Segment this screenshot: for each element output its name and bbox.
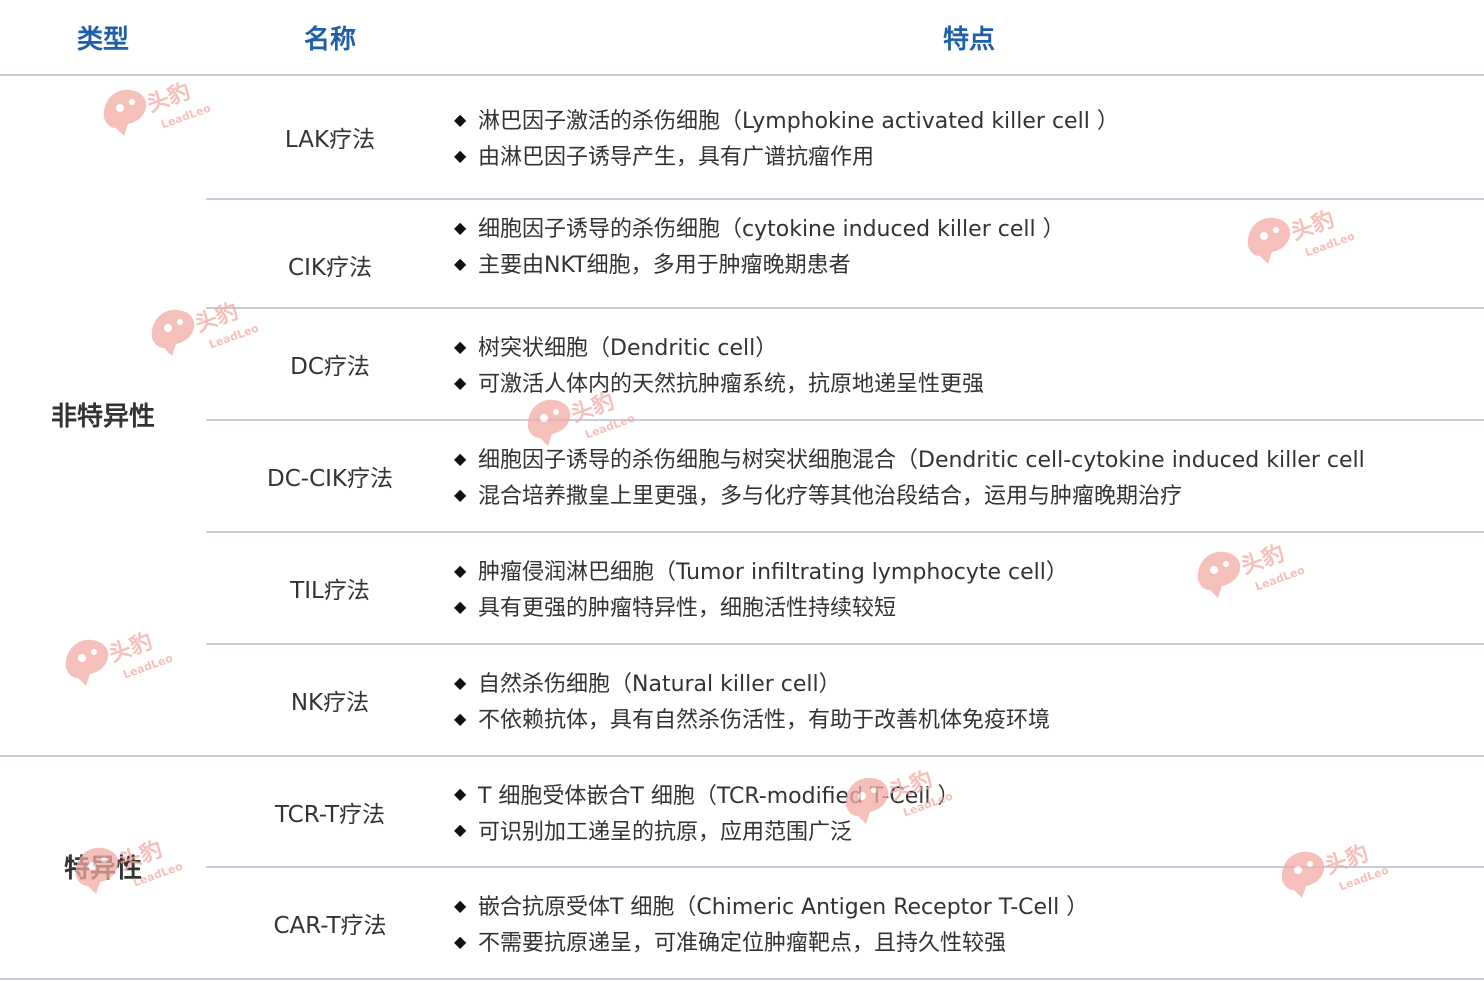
therapy-name: CIK疗法 [288,255,372,281]
table-row: CAR-T疗法 ◆嵌合抗原受体T 细胞（Chimeric Antigen Rec… [206,868,1484,978]
leopard-logo-icon [65,639,109,686]
feature-list: ◆细胞因子诱导的杀伤细胞与树突状细胞混合（Dendritic cell-cyto… [454,421,1484,531]
therapy-name: TCR-T疗法 [274,801,386,828]
therapy-name: CAR-T疗法 [273,913,387,939]
feature-item: ◆混合培养撒皇上里更强，多与化疗等其他治段结合，运用与肿瘤晚期治疗 [454,484,1183,509]
diamond-bullet-icon: ◆ [454,448,467,468]
feature-item: ◆可激活人体内的天然抗肿瘤系统，抗原地递呈性更强 [454,372,985,397]
row-divider [206,307,1484,309]
header-type: 类型 [76,25,129,55]
feature-item: ◆自然杀伤细胞（Natural killer cell） [454,672,841,697]
table-row: DC-CIK疗法 ◆细胞因子诱导的杀伤细胞与树突状细胞混合（Dendritic … [206,421,1484,531]
feature-list: ◆自然杀伤细胞（Natural killer cell） ◆不依赖抗体，具有自然… [454,645,1484,755]
row-divider [206,643,1484,645]
feature-list: ◆细胞因子诱导的杀伤细胞（cytokine induced killer cel… [454,200,1484,290]
table-row: TIL疗法 ◆肿瘤侵润淋巴细胞（Tumor infiltrating lymph… [206,533,1484,643]
diamond-bullet-icon: ◆ [454,672,467,692]
diamond-bullet-icon: ◆ [454,372,467,392]
category-specific: 特异性 [63,854,142,884]
diamond-bullet-icon: ◆ [454,708,467,728]
table-row: DC疗法 ◆树突状细胞（Dendritic cell） ◆可激活人体内的天然抗肿… [206,309,1484,419]
header-divider [0,74,1484,76]
therapy-name: NK疗法 [290,690,370,716]
diamond-bullet-icon: ◆ [454,109,467,129]
diamond-bullet-icon: ◆ [454,931,467,951]
leopard-logo-icon [151,309,195,356]
diamond-bullet-icon: ◆ [454,145,467,165]
table-row: NK疗法 ◆自然杀伤细胞（Natural killer cell） ◆不依赖抗体… [206,645,1484,755]
feature-item: ◆T 细胞受体嵌合T 细胞（TCR-modified T-Cell ） [454,783,960,809]
diamond-bullet-icon: ◆ [454,560,467,580]
diamond-bullet-icon: ◆ [454,596,467,616]
therapy-name: DC疗法 [290,354,370,380]
feature-item: ◆树突状细胞（Dendritic cell） [454,336,778,361]
diamond-bullet-icon: ◆ [454,253,467,273]
header-feature: 特点 [942,25,995,55]
feature-list: ◆T 细胞受体嵌合T 细胞（TCR-modified T-Cell ） ◆可识别… [454,757,1484,866]
feature-list: ◆肿瘤侵润淋巴细胞（Tumor infiltrating lymphocyte … [454,533,1484,643]
watermark-logo: 头豹 LeadLeo [60,628,190,688]
feature-item: ◆细胞因子诱导的杀伤细胞（cytokine induced killer cel… [454,217,1065,242]
group-divider [0,755,1484,757]
category-nonspecific: 非特异性 [50,402,155,432]
diamond-bullet-icon: ◆ [454,336,467,356]
feature-item: ◆具有更强的肿瘤特异性，细胞活性持续较短 [454,596,897,621]
feature-item: ◆淋巴因子激活的杀伤细胞（Lymphokine activated killer… [454,109,1119,134]
therapy-name: TIL疗法 [290,578,370,604]
table-row: CIK疗法 ◆细胞因子诱导的杀伤细胞（cytokine induced kill… [206,200,1484,290]
feature-item: ◆嵌合抗原受体T 细胞（Chimeric Antigen Receptor T-… [454,895,1089,920]
row-divider [206,531,1484,533]
diamond-bullet-icon: ◆ [454,217,467,237]
diamond-bullet-icon: ◆ [454,895,467,915]
feature-item: ◆主要由NKT细胞，多用于肿瘤晚期患者 [454,253,851,278]
feature-item: ◆可识别加工递呈的抗原，应用范围广泛 [454,819,853,845]
diamond-bullet-icon: ◆ [454,820,467,839]
feature-item: ◆不依赖抗体，具有自然杀伤活性，有助于改善机体免疫环境 [454,708,1051,733]
feature-item: ◆肿瘤侵润淋巴细胞（Tumor infiltrating lymphocyte … [454,560,1068,585]
feature-item: ◆由淋巴因子诱导产生，具有广谱抗瘤作用 [454,145,875,170]
table-row: TCR-T疗法 ◆T 细胞受体嵌合T 细胞（TCR-modified T-Cel… [206,757,1484,866]
table-row: LAK疗法 ◆淋巴因子激活的杀伤细胞（Lymphokine activated … [206,76,1484,198]
diamond-bullet-icon: ◆ [454,784,467,803]
header-name: 名称 [303,25,356,55]
feature-list: ◆嵌合抗原受体T 细胞（Chimeric Antigen Receptor T-… [454,868,1484,978]
therapy-name: LAK疗法 [284,127,376,153]
leopard-logo-icon [103,89,147,136]
row-divider [206,198,1484,200]
feature-item: ◆不需要抗原递呈，可准确定位肿瘤靶点，且持久性较强 [454,931,1007,956]
row-divider [206,419,1484,421]
row-divider [206,866,1484,868]
diamond-bullet-icon: ◆ [454,484,467,504]
therapy-name: DC-CIK疗法 [267,466,393,492]
feature-list: ◆树突状细胞（Dendritic cell） ◆可激活人体内的天然抗肿瘤系统，抗… [454,309,1484,419]
feature-item: ◆细胞因子诱导的杀伤细胞与树突状细胞混合（Dendritic cell-cyto… [454,448,1365,473]
table-bottom-border [0,978,1484,980]
feature-list: ◆淋巴因子激活的杀伤细胞（Lymphokine activated killer… [454,76,1484,198]
